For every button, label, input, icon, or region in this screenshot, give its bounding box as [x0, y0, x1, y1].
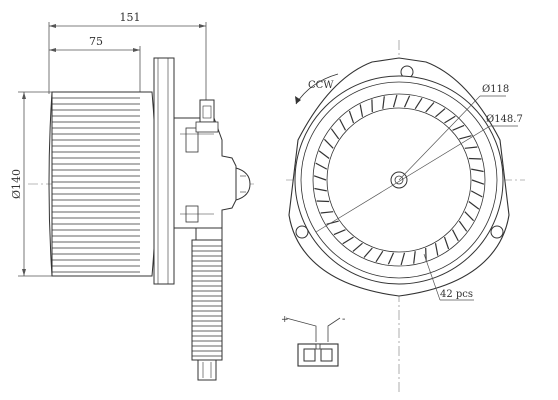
corrugated-cable — [191, 239, 223, 381]
fan-blade — [339, 118, 347, 131]
leader-blades — [423, 253, 441, 301]
fan-blade — [387, 252, 395, 265]
leader-d148 — [315, 125, 491, 233]
fan-blade — [459, 135, 472, 140]
fan-blade — [313, 175, 327, 181]
fan-blade — [464, 211, 475, 222]
blade-outer-circle — [312, 93, 486, 267]
fan-blade — [464, 146, 478, 149]
dim-label-151: 151 — [120, 11, 141, 24]
rotation-label: CCW — [308, 80, 334, 91]
motor-housing — [173, 117, 237, 229]
dim-label-75: 75 — [89, 35, 103, 48]
plus-leader — [285, 317, 317, 342]
fan-blade — [314, 187, 327, 192]
mount-hole-right — [490, 225, 504, 239]
fan-blade — [348, 110, 355, 124]
fan-blade — [315, 162, 328, 170]
dim-label-140: Ø140 — [10, 169, 23, 199]
fan-blade — [333, 229, 346, 236]
connector-detail: + - — [281, 314, 345, 367]
fan-blade — [425, 102, 435, 113]
fan-blade — [434, 243, 439, 256]
fan-blade — [318, 150, 330, 159]
fan-blade — [330, 128, 340, 140]
fan-blade — [458, 220, 468, 232]
front-view: CCW Ø118 Ø148.7 42 pcs — [286, 40, 525, 392]
mount-hole-left — [295, 225, 309, 239]
plus-label: + — [281, 315, 289, 325]
fan-blade — [471, 179, 485, 185]
fan-blade — [382, 96, 385, 109]
fan-blade — [452, 124, 465, 131]
cable-plug — [197, 359, 217, 381]
side-view: 151 75 Ø140 — [10, 11, 254, 381]
connector-key — [315, 343, 321, 350]
fan-blade — [403, 95, 411, 108]
fan-blade — [342, 236, 354, 245]
dim-label-118: Ø118 — [482, 84, 509, 95]
fan-blade — [468, 201, 480, 210]
fan-blade — [413, 251, 416, 264]
terminal-minus — [320, 348, 333, 362]
fan-blade — [400, 252, 406, 266]
fan-blade — [435, 108, 446, 118]
fan-blade — [443, 236, 450, 250]
fan-blade — [323, 138, 334, 149]
fan-blade — [414, 97, 423, 110]
fan-blade — [326, 220, 339, 225]
fan-blade — [375, 250, 384, 263]
fan-blade — [352, 242, 363, 252]
fan-blade — [320, 211, 334, 214]
fan-blade — [316, 200, 330, 203]
terminal-plus — [303, 348, 316, 362]
fan-blade — [392, 94, 398, 108]
mounting-flange — [153, 57, 175, 285]
bearing-cap — [235, 167, 251, 201]
minus-label: - — [342, 314, 345, 325]
fan-blade — [470, 190, 483, 198]
leader-d118 — [398, 95, 481, 181]
fan-blade — [451, 229, 459, 242]
fan-blade — [363, 247, 373, 258]
blade-inner-circle — [326, 107, 472, 253]
fan-blade — [359, 104, 364, 117]
fan-blade — [471, 168, 484, 173]
fan-blade — [468, 157, 482, 160]
minus-leader — [327, 317, 341, 342]
fan-wheel — [51, 91, 153, 277]
blade-count-label: 42 pcs — [440, 289, 473, 300]
dim-label-148: Ø148.7 — [486, 114, 523, 125]
fan-blade — [444, 115, 456, 124]
